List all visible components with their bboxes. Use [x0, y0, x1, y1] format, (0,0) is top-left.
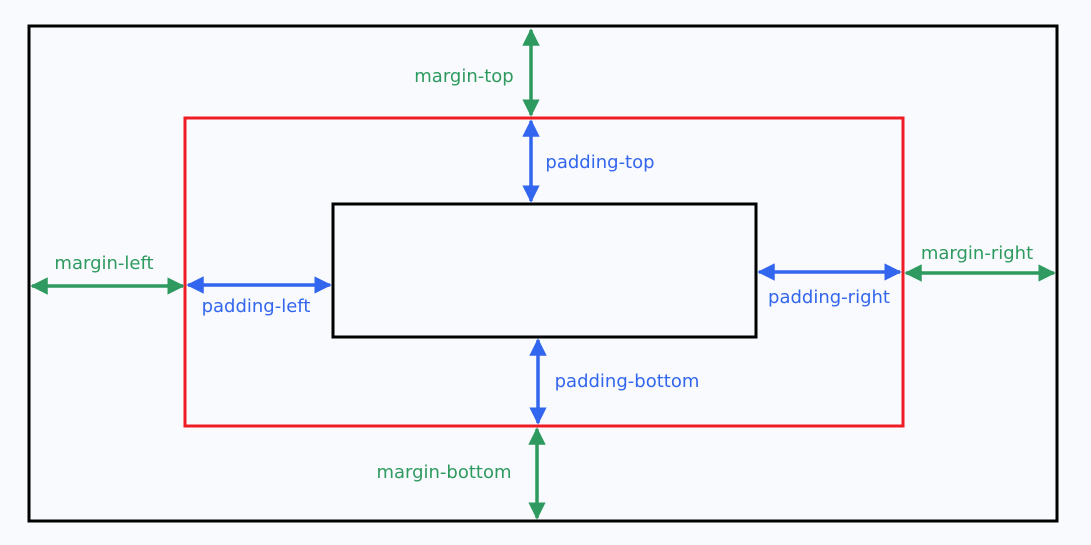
- margin-top-label: margin-top: [414, 66, 513, 87]
- padding-top-label: padding-top: [545, 152, 654, 173]
- padding-bottom-label: padding-bottom: [555, 371, 700, 392]
- padding-left-label: padding-left: [202, 296, 311, 317]
- margin-box-outline: [27, 24, 1059, 523]
- margin-left-label: margin-left: [54, 253, 153, 274]
- margin-bottom-label: margin-bottom: [376, 462, 511, 483]
- padding-right-label: padding-right: [768, 287, 890, 308]
- border-box-outline: [183, 116, 905, 428]
- margin-right-label: margin-right: [921, 243, 1033, 264]
- content-box-outline: [331, 202, 758, 339]
